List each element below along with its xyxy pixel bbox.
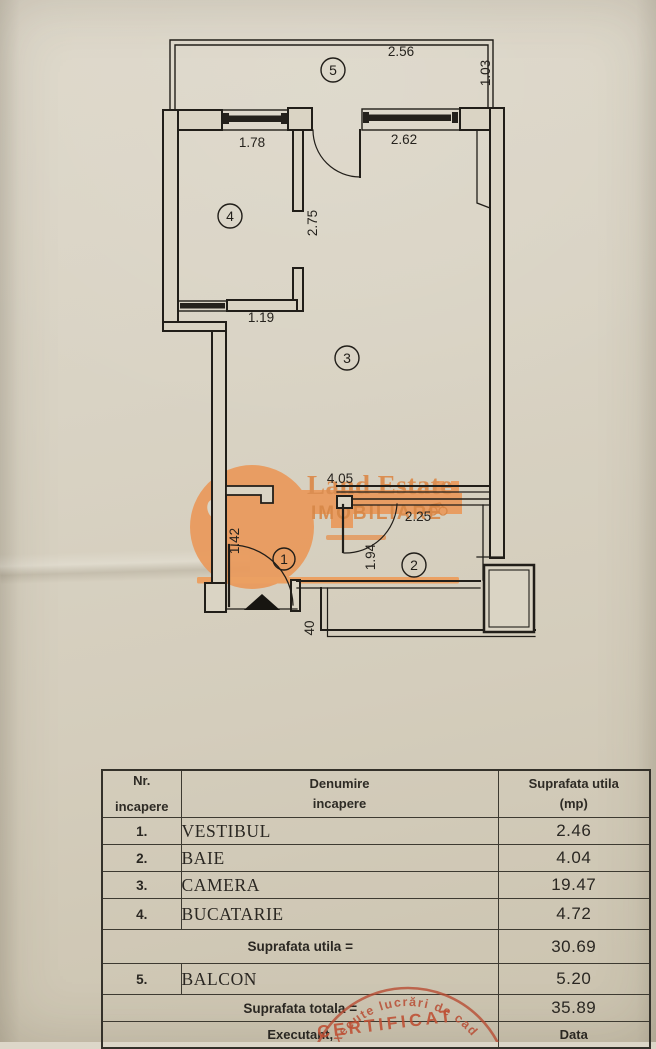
scooter-icon — [428, 502, 448, 516]
balcony-row: 5. BALCON 5.20 — [101, 963, 651, 996]
row4-nr: 4. — [101, 898, 182, 931]
watermark-tagline-strip — [326, 535, 386, 540]
dim-balcony-width: 2.56 — [388, 44, 414, 59]
row5-area: 5.20 — [497, 963, 651, 996]
room-circle-1 — [272, 547, 296, 571]
watermark-underline — [197, 577, 459, 584]
header-denumire-line1: Denumire — [309, 776, 370, 791]
balcony-door-arc — [312, 129, 361, 178]
total-label: Suprafata totala = — [101, 994, 499, 1023]
row4-name: BUCATARIE — [180, 898, 499, 931]
dim-balcony-depth: 1.03 — [478, 60, 493, 86]
room-numbers: 5 4 3 1 2 — [226, 62, 418, 573]
room-circle-5 — [320, 57, 346, 83]
table-row: 3. CAMERA 19.47 — [101, 871, 651, 900]
footer-row: Executant, Data — [101, 1021, 651, 1049]
row2-area: 4.04 — [497, 844, 651, 873]
room-circle-3 — [334, 345, 360, 371]
room-number-3: 3 — [343, 350, 351, 366]
row2-name: BAIE — [180, 844, 499, 873]
header-suprafata-line1: Suprafata utila — [528, 776, 619, 791]
area-table-wrap: Nr. incapere Denumire incapere Suprafata… — [101, 769, 651, 1049]
row5-nr: 5. — [101, 963, 182, 996]
header-denumire: Denumire incapere — [180, 769, 499, 819]
room-number-5: 5 — [329, 62, 337, 78]
room-circle-4 — [217, 203, 243, 229]
table-row: 4. BUCATARIE 4.72 — [101, 898, 651, 931]
balcony-railing — [169, 39, 494, 111]
header-nr-line2: incapere — [115, 799, 169, 815]
footer-data: Data — [497, 1021, 651, 1049]
row3-area: 19.47 — [497, 871, 651, 900]
dim-vestibule-width: 1.42 — [227, 528, 242, 554]
dim-entry-step: 40 — [302, 620, 317, 635]
dim-kitchen-wall: 2.75 — [305, 210, 320, 236]
row2-nr: 2. — [101, 844, 182, 873]
windows — [177, 108, 461, 312]
header-nr-line1: Nr. — [133, 773, 151, 788]
watermark-brand-text: Land Estate — [307, 470, 453, 500]
subtotal-label: Suprafata utila = — [101, 929, 499, 965]
table-row: 2. BAIE 4.04 — [101, 844, 651, 873]
dim-bath-depth: 1.94 — [363, 543, 378, 570]
dim-kitchen-window: 1.78 — [239, 135, 265, 150]
dim-kitchen-opening: 1.19 — [248, 310, 274, 325]
room-number-4: 4 — [226, 208, 234, 224]
watermark-brand-line2: IMOBILIARE — [311, 503, 443, 524]
area-table: Nr. incapere Denumire incapere Suprafata… — [101, 769, 651, 1049]
dim-living-window: 2.62 — [391, 132, 417, 147]
total-row: Suprafata totala = 35.89 — [101, 994, 651, 1023]
row1-nr: 1. — [101, 817, 182, 846]
dimension-labels: 2.56 1.03 1.78 2.62 2.75 1.19 4.05 2.25 … — [227, 44, 493, 636]
doors — [227, 129, 398, 608]
table-row: 1. VESTIBUL 2.46 — [101, 817, 651, 846]
row3-name: CAMERA — [180, 871, 499, 900]
subtotal-row: Suprafata utila = 30.69 — [101, 929, 651, 965]
header-denumire-line2: incapere — [312, 796, 367, 812]
key-shaft-shape — [300, 481, 462, 528]
floor-plan — [162, 39, 536, 638]
total-value: 35.89 — [497, 994, 651, 1023]
bath-door-arc — [343, 503, 398, 554]
footer-executant: Executant, — [101, 1021, 499, 1049]
utility-shaft — [482, 563, 536, 634]
entry-door-arc — [230, 544, 294, 606]
interior-lines — [177, 129, 505, 610]
partition-walls — [296, 485, 536, 638]
wall-blocks — [162, 107, 505, 613]
room-circle-2 — [401, 552, 427, 578]
subtotal-value: 30.69 — [497, 929, 651, 965]
key-hole-shape — [207, 499, 221, 519]
dim-living-width: 4.05 — [327, 471, 353, 486]
row1-area: 2.46 — [497, 817, 651, 846]
room-number-1: 1 — [280, 551, 288, 567]
dim-bath-width: 2.25 — [405, 509, 431, 524]
watermark-logo: Land Estate IMOBILIARE — [190, 465, 462, 589]
row3-nr: 3. — [101, 871, 182, 900]
row4-area: 4.72 — [497, 898, 651, 931]
entrance-arrow-icon — [244, 594, 280, 610]
room-circles — [217, 57, 427, 578]
paper-crease — [0, 547, 251, 585]
table-header-row: Nr. incapere Denumire incapere Suprafata… — [101, 769, 651, 819]
room-number-2: 2 — [410, 557, 418, 573]
closet-stub-wall — [225, 485, 274, 504]
row5-name: BALCON — [180, 963, 499, 996]
header-nr: Nr. incapere — [101, 769, 182, 819]
header-suprafata-line2: (mp) — [559, 796, 588, 812]
header-suprafata: Suprafata utila (mp) — [497, 769, 651, 819]
row1-name: VESTIBUL — [180, 817, 499, 846]
key-head-shape — [190, 465, 314, 589]
